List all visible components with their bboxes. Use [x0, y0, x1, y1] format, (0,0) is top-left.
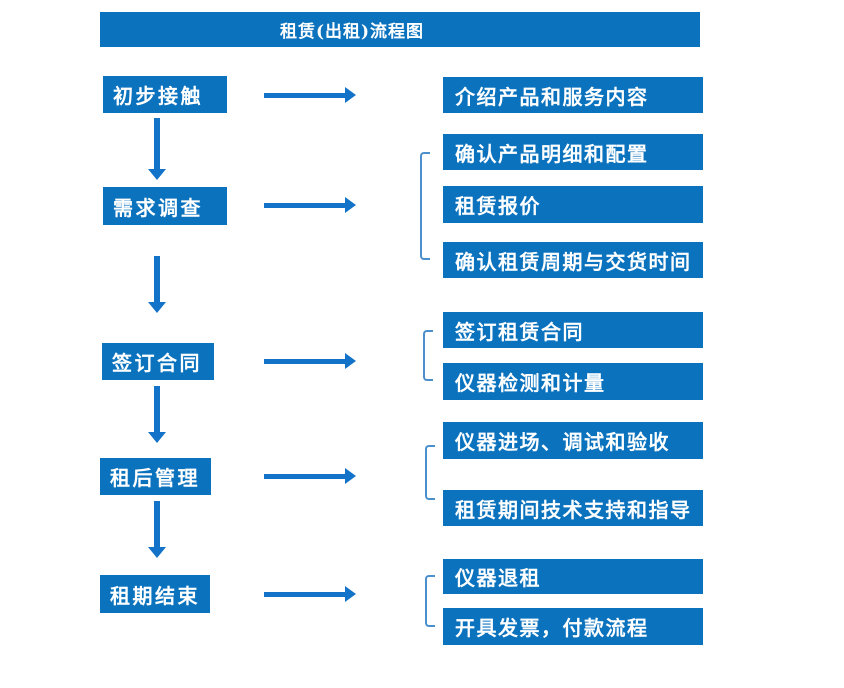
title-bar: 租赁(出租)流程图 [100, 12, 700, 47]
output-box-sign-rental-contract: 签订租赁合同 [443, 312, 703, 348]
arrow-down-icon [148, 386, 166, 443]
output-box-confirm-rental-period: 确认租赁周期与交货时间 [443, 242, 703, 278]
group-bracket [425, 445, 435, 500]
output-box-confirm-product-details: 确认产品明细和配置 [443, 134, 703, 170]
output-box-introduce-products: 介绍产品和服务内容 [443, 77, 703, 113]
output-box-tech-support: 租赁期间技术支持和指导 [443, 490, 703, 526]
arrow-right-icon [264, 353, 356, 369]
arrow-right-icon [264, 197, 356, 213]
output-box-invoice-payment: 开具发票，付款流程 [443, 608, 703, 645]
stage-box-demand-survey: 需求调查 [103, 187, 227, 225]
arrow-right-icon [264, 586, 356, 602]
output-box-instrument-entry-acceptance: 仪器进场、调试和验收 [443, 422, 703, 459]
arrow-right-icon [264, 87, 356, 103]
arrow-down-icon [148, 118, 166, 180]
output-box-rental-quote: 租赁报价 [443, 186, 703, 223]
stage-box-post-rental-management: 租后管理 [100, 458, 211, 495]
group-bracket [425, 575, 435, 627]
output-box-instrument-return: 仪器退租 [443, 559, 703, 594]
stage-box-sign-contract: 签订合同 [102, 343, 214, 380]
group-bracket [423, 330, 433, 381]
arrow-down-icon [148, 256, 166, 313]
arrow-down-icon [148, 501, 166, 558]
arrow-right-icon [264, 468, 356, 484]
stage-box-lease-end: 租期结束 [100, 575, 210, 613]
output-box-instrument-inspection: 仪器检测和计量 [443, 363, 703, 400]
page-title: 租赁(出租)流程图 [279, 22, 425, 42]
group-bracket [420, 152, 430, 260]
stage-box-initial-contact: 初步接触 [103, 76, 227, 113]
